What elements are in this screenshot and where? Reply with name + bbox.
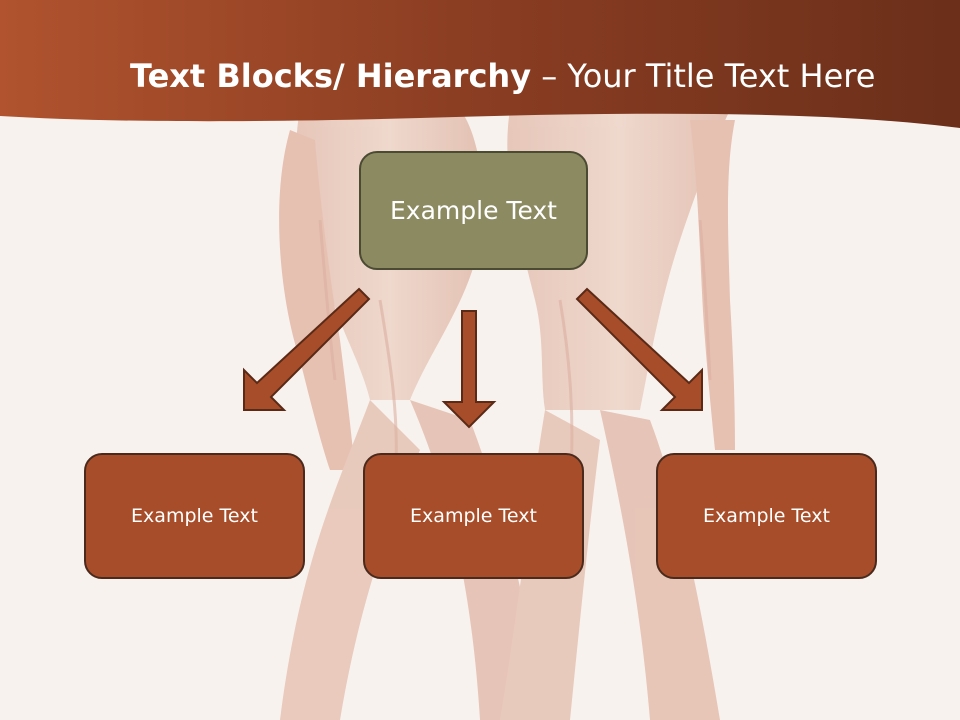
title-bold-part: Text Blocks/ Hierarchy	[130, 57, 532, 95]
arrow-left	[243, 287, 371, 411]
child-box-middle[interactable]: Example Text	[363, 453, 584, 579]
title-separator: –	[531, 57, 568, 95]
title-banner	[0, 0, 960, 128]
child-box-left[interactable]: Example Text	[84, 453, 305, 579]
child-box-label: Example Text	[410, 505, 537, 527]
page-title: Text Blocks/ Hierarchy – Your Title Text…	[130, 54, 875, 98]
child-box-right[interactable]: Example Text	[656, 453, 877, 579]
arrow-middle	[441, 310, 497, 429]
child-box-label: Example Text	[131, 505, 258, 527]
title-regular-part: Your Title Text Here	[567, 57, 876, 95]
top-box-label: Example Text	[390, 196, 557, 225]
top-level-box[interactable]: Example Text	[359, 151, 588, 270]
arrow-right	[575, 287, 703, 411]
child-box-label: Example Text	[703, 505, 830, 527]
